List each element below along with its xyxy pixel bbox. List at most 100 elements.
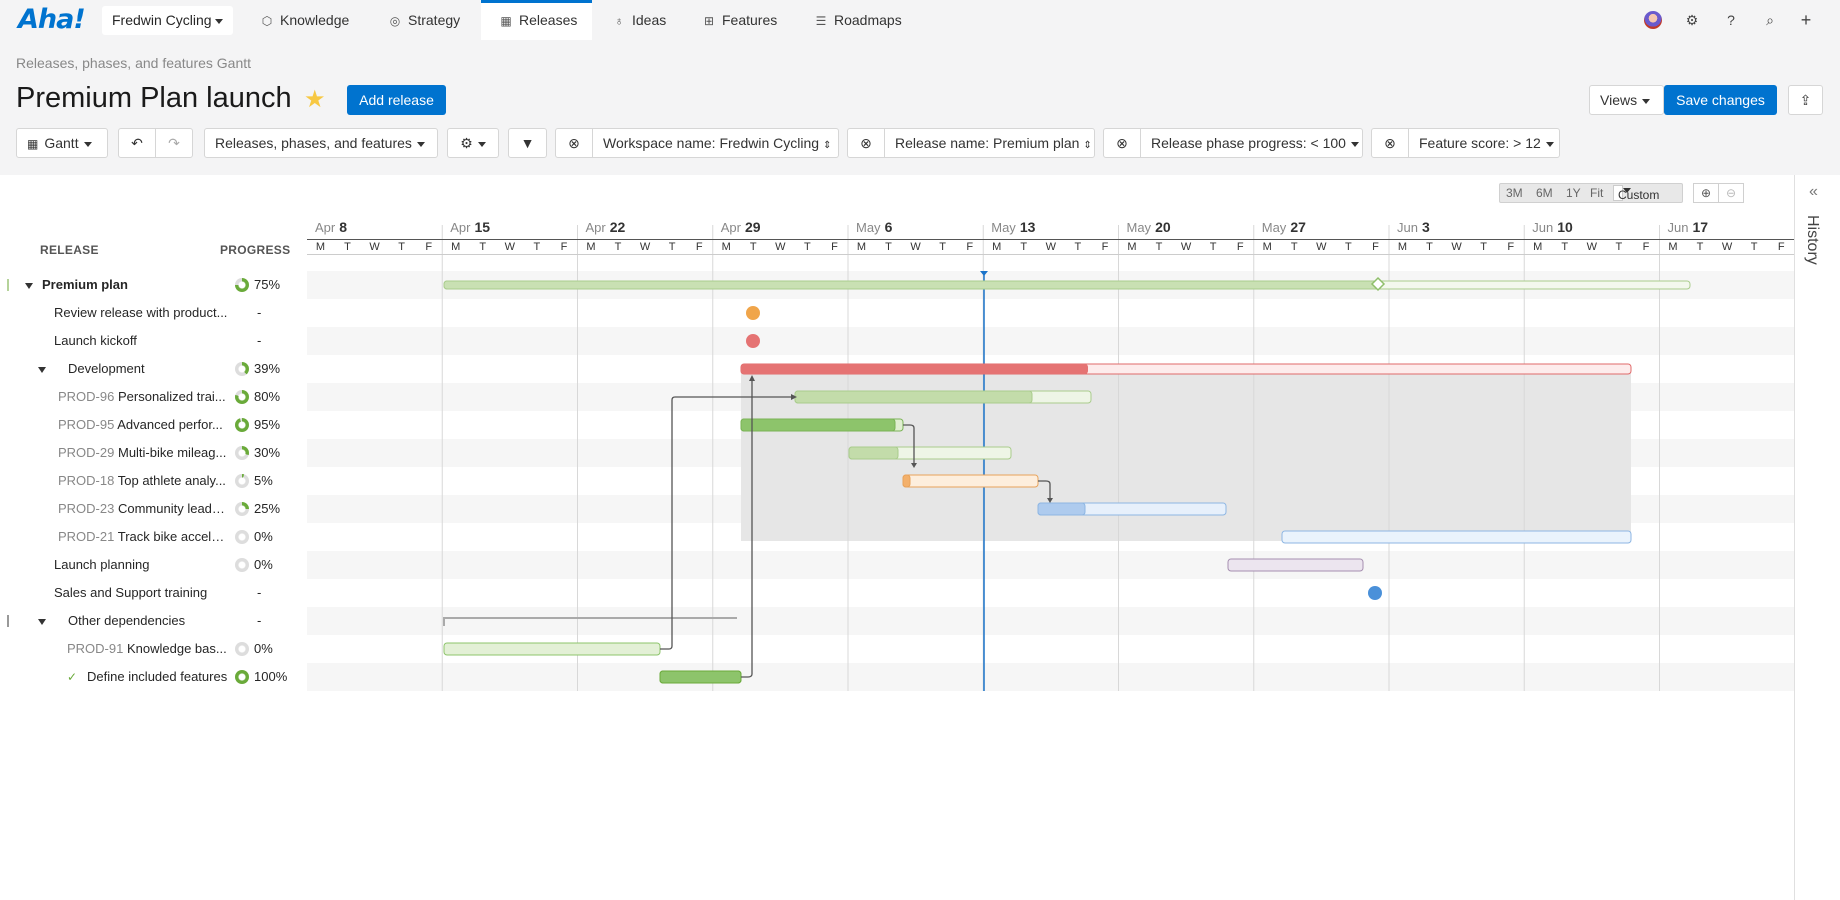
list-item[interactable]: Other dependencies-: [7, 607, 307, 635]
list-item[interactable]: PROD-91 Knowledge bas...0%: [7, 635, 307, 663]
remove-filter-icon[interactable]: ⊗: [555, 128, 593, 158]
list-item[interactable]: PROD-18 Top athlete analy...5%: [7, 467, 307, 495]
list-item[interactable]: Launch kickoff-: [7, 327, 307, 355]
row-stripe: [307, 551, 1794, 579]
list-item[interactable]: PROD-95 Advanced perfor...95%: [7, 411, 307, 439]
expand-caret-icon[interactable]: [25, 283, 33, 289]
workspace-selector[interactable]: Fredwin Cycling: [102, 6, 233, 35]
record-type-dropdown[interactable]: Releases, phases, and features: [204, 128, 438, 158]
row-label[interactable]: Review release with product...: [54, 299, 229, 327]
add-icon[interactable]: +: [1800, 10, 1812, 30]
column-header-progress[interactable]: PROGRESS: [220, 243, 291, 257]
gear-icon[interactable]: ⚙: [1685, 12, 1699, 28]
row-label[interactable]: PROD-95 Advanced perfor...: [58, 411, 229, 439]
tab-knowledge[interactable]: ⬡Knowledge: [260, 0, 350, 40]
day-letter: M: [1533, 241, 1543, 253]
settings-dropdown[interactable]: ⚙: [447, 128, 499, 158]
row-label[interactable]: Other dependencies: [68, 607, 229, 635]
arrow-head: [911, 463, 917, 468]
filter-icon[interactable]: ▼: [508, 128, 547, 158]
history-label: History: [1804, 215, 1821, 265]
row-label[interactable]: PROD-18 Top athlete analy...: [58, 467, 229, 495]
redo-icon[interactable]: ↷: [155, 128, 193, 158]
progress-ring: [235, 474, 249, 488]
chevron-left-icon[interactable]: «: [1809, 183, 1818, 200]
row-label[interactable]: Development: [68, 355, 229, 383]
filter-workspace[interactable]: Workspace name: Fredwin Cycling ⇕: [592, 128, 839, 158]
chevron-down-icon: [1545, 141, 1554, 147]
save-changes-button[interactable]: Save changes: [1664, 85, 1777, 115]
list-item[interactable]: PROD-29 Multi-bike mileag...30%: [7, 439, 307, 467]
list-item[interactable]: PROD-23 Community leade...25%: [7, 495, 307, 523]
day-letter: T: [1020, 241, 1028, 253]
remove-filter-icon[interactable]: ⊗: [847, 128, 885, 158]
row-label[interactable]: Launch planning: [54, 551, 229, 579]
filter-feature-score[interactable]: Feature score: > 12: [1408, 128, 1560, 158]
day-letter: T: [885, 241, 892, 253]
tab-releases[interactable]: ▦Releases: [481, 0, 592, 40]
week-day: 8: [339, 219, 348, 235]
day-letter: M: [992, 241, 1002, 253]
zoom-fit[interactable]: Fit: [1590, 186, 1604, 200]
row-label[interactable]: Sales and Support training: [54, 579, 229, 607]
search-icon[interactable]: ⌕: [1766, 12, 1774, 28]
week-month: May: [856, 220, 881, 235]
aha-logo[interactable]: Aha!: [18, 4, 86, 35]
tab-features[interactable]: ⊞Features: [702, 0, 777, 40]
row-label[interactable]: PROD-21 Track bike accele...: [58, 523, 229, 551]
expand-caret-icon[interactable]: [38, 367, 46, 373]
row-label[interactable]: PROD-91 Knowledge bas...: [67, 635, 229, 663]
row-label[interactable]: PROD-29 Multi-bike mileag...: [58, 439, 229, 467]
zoom-1y[interactable]: 1Y: [1566, 186, 1581, 200]
zoom-out-icon[interactable]: ⊖: [1718, 183, 1744, 203]
tab-roadmaps[interactable]: ☰Roadmaps: [814, 0, 902, 40]
row-label[interactable]: Launch kickoff: [54, 327, 229, 355]
column-header-release[interactable]: RELEASE: [40, 243, 99, 257]
row-label[interactable]: Premium plan: [42, 271, 229, 299]
zoom-6m[interactable]: 6M: [1536, 186, 1553, 200]
remove-filter-icon[interactable]: ⊗: [1103, 128, 1141, 158]
filter-phase-progress[interactable]: Release phase progress: < 100: [1140, 128, 1363, 158]
list-item[interactable]: Review release with product...-: [7, 299, 307, 327]
expand-caret-icon[interactable]: [38, 619, 46, 625]
tab-ideas[interactable]: ♁Ideas: [612, 0, 667, 40]
row-name: Review release with product...: [54, 305, 228, 320]
list-item[interactable]: Sales and Support training-: [7, 579, 307, 607]
week-day: 6: [884, 219, 893, 235]
zoom-custom-select[interactable]: Custom: [1613, 185, 1659, 202]
share-icon[interactable]: ⇪: [1788, 85, 1823, 115]
remove-filter-icon[interactable]: ⊗: [1371, 128, 1409, 158]
add-release-button[interactable]: Add release: [347, 85, 446, 115]
chevron-down-icon: [1623, 188, 1631, 193]
list-item[interactable]: PROD-21 Track bike accele...0%: [7, 523, 307, 551]
star-icon[interactable]: ★: [304, 86, 326, 113]
zoom-3m[interactable]: 3M: [1506, 186, 1523, 200]
dependency-arrow: [903, 424, 915, 465]
row-label[interactable]: PROD-23 Community leade...: [58, 495, 229, 523]
views-button[interactable]: Views: [1589, 85, 1664, 115]
user-avatar[interactable]: [1644, 11, 1662, 29]
day-letter: W: [1721, 241, 1733, 253]
header-gap: [307, 255, 1794, 271]
tab-strategy[interactable]: ◎Strategy: [388, 0, 460, 40]
view-type-dropdown[interactable]: ▦Gantt: [16, 128, 108, 158]
row-label[interactable]: PROD-96 Personalized trai...: [58, 383, 229, 411]
list-item[interactable]: PROD-96 Personalized trai...80%: [7, 383, 307, 411]
undo-icon[interactable]: ↶: [118, 128, 156, 158]
zoom-in-icon[interactable]: ⊕: [1693, 183, 1719, 203]
row-label[interactable]: Define included features: [87, 663, 229, 691]
filter-release-name[interactable]: Release name: Premium plan ⇕: [884, 128, 1095, 158]
row-name: Advanced perfor...: [117, 417, 223, 432]
history-panel[interactable]: « History: [1794, 175, 1840, 900]
phase-bar-progress: [741, 364, 1088, 374]
help-icon[interactable]: ?: [1727, 12, 1735, 28]
